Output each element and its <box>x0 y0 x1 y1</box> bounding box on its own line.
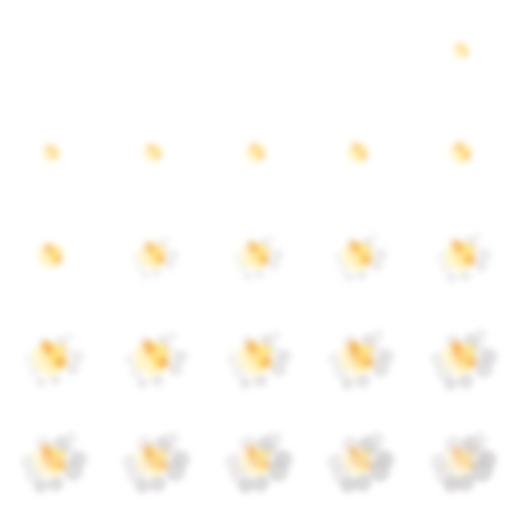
sprite-frame <box>205 102 307 204</box>
explosion-sprite <box>429 328 498 391</box>
explosion-sprite <box>435 231 492 283</box>
fire-burst <box>244 142 266 165</box>
smoke-cloud <box>429 328 498 391</box>
fire-burst <box>443 445 475 478</box>
sprite-frame <box>205 205 307 307</box>
fire-burst <box>40 143 61 164</box>
explosion-sprite <box>40 143 61 164</box>
sprite-frame <box>102 205 204 307</box>
sprite-frame <box>410 102 512 204</box>
fire-burst <box>443 239 476 273</box>
explosion-sprite <box>346 142 369 166</box>
fire-burst <box>237 444 271 479</box>
sprite-frame <box>102 0 204 102</box>
explosion-sprite <box>430 431 497 493</box>
fire-burst <box>239 241 270 272</box>
explosion-sprite <box>0 0 102 102</box>
sprite-frame <box>102 102 204 204</box>
explosion-sprite <box>307 0 409 102</box>
sprite-frame <box>410 410 512 512</box>
fire-burst <box>338 340 375 378</box>
fire-burst <box>441 340 477 378</box>
explosion-sprite <box>328 329 395 390</box>
explosion-sprite <box>333 232 388 282</box>
explosion-sprite <box>23 331 84 388</box>
explosion-sprite <box>232 233 284 281</box>
explosion-sprite <box>327 431 395 493</box>
sprite-frame <box>307 0 409 102</box>
sprite-frame <box>205 0 307 102</box>
fire-burst <box>340 444 373 478</box>
explosion-sprite <box>36 242 64 270</box>
explosion-sprite <box>224 431 293 493</box>
sprite-frame <box>307 205 409 307</box>
explosion-sprite <box>244 142 266 165</box>
sprite-frame <box>410 0 512 102</box>
explosion-sprite <box>450 41 470 61</box>
explosion-sprite <box>102 0 204 102</box>
sprite-frame <box>0 0 102 102</box>
fire-burst <box>236 340 272 378</box>
sprite-frame <box>410 205 512 307</box>
sprite-frame <box>410 307 512 409</box>
explosion-sprite <box>142 143 163 165</box>
sprite-frame <box>0 410 102 512</box>
fire-burst <box>134 443 169 479</box>
explosion-sprite <box>205 0 307 102</box>
sprite-frame <box>0 307 102 409</box>
fire-burst <box>138 241 167 271</box>
explosion-sprite <box>131 235 180 279</box>
sprite-frame <box>307 410 409 512</box>
fire-burst <box>346 142 369 166</box>
fire-burst <box>448 141 472 166</box>
explosion-sprite <box>124 330 188 389</box>
sprite-frame <box>102 410 204 512</box>
sprite-frame <box>0 205 102 307</box>
sprite-frame <box>102 307 204 409</box>
explosion-sprite <box>122 430 191 493</box>
explosion-sprite <box>448 141 472 166</box>
sprite-frame <box>205 307 307 409</box>
fire-burst <box>32 340 67 377</box>
fire-burst <box>32 443 67 480</box>
explosion-sprite <box>20 431 88 493</box>
fire-burst <box>134 340 170 378</box>
sprite-frame <box>205 410 307 512</box>
fire-burst <box>36 242 64 270</box>
fire-burst <box>341 240 373 273</box>
explosion-sprite <box>226 329 291 390</box>
fire-burst <box>142 143 163 165</box>
sprite-frame <box>0 102 102 204</box>
fire-burst <box>450 41 470 61</box>
sprite-frame <box>307 307 409 409</box>
sprite-frame <box>307 102 409 204</box>
